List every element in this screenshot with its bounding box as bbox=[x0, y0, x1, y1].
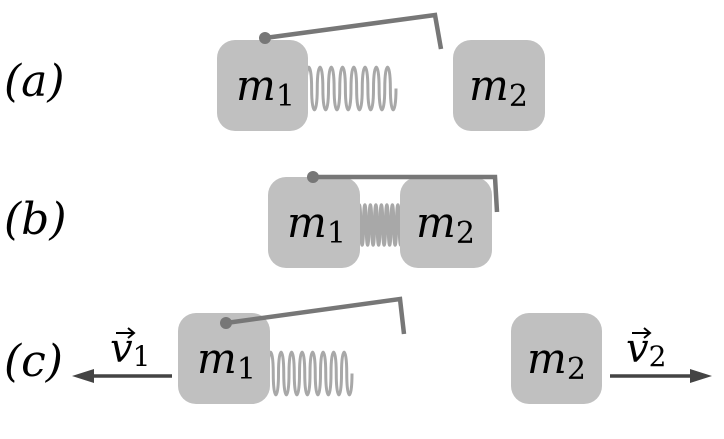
velocity-label-2: v2 bbox=[626, 326, 666, 373]
spring bbox=[266, 350, 354, 397]
mass-block-2 bbox=[453, 40, 545, 131]
panel-label-a: (a) bbox=[4, 56, 65, 107]
panel-c: m1 m2 v1 v2 bbox=[72, 296, 712, 404]
mass-label-1: m1 bbox=[197, 334, 256, 387]
mass-block-2 bbox=[511, 313, 602, 404]
panel-a: m1 m2 bbox=[217, 12, 545, 131]
svg-text:v2: v2 bbox=[626, 326, 666, 373]
mass-block-2 bbox=[400, 177, 492, 268]
mass-label-1: m1 bbox=[236, 61, 295, 114]
mass-label-1: m1 bbox=[287, 198, 346, 251]
arrowhead-left-icon bbox=[72, 369, 94, 383]
latch-rod bbox=[225, 296, 407, 335]
pivot-dot bbox=[259, 32, 271, 44]
pivot-dot bbox=[220, 317, 232, 329]
mass-label-2: m2 bbox=[469, 61, 528, 114]
arrowhead-right-icon bbox=[690, 369, 712, 383]
panel-label-c: (c) bbox=[4, 336, 63, 387]
latch-rod bbox=[264, 12, 444, 50]
velocity-label-1: v1 bbox=[110, 326, 150, 373]
spring bbox=[356, 203, 404, 247]
panel-b: m1 m2 bbox=[268, 171, 500, 268]
mass-block-1 bbox=[217, 40, 308, 131]
mass-block-1 bbox=[268, 177, 360, 268]
panel-label-b: (b) bbox=[4, 194, 67, 245]
mass-label-2: m2 bbox=[527, 334, 586, 387]
mass-block-1 bbox=[178, 313, 270, 404]
svg-text:v1: v1 bbox=[110, 326, 150, 373]
pivot-dot bbox=[307, 171, 319, 183]
mass-label-2: m2 bbox=[416, 198, 475, 251]
spring bbox=[304, 65, 398, 112]
latch-rod bbox=[313, 174, 500, 213]
